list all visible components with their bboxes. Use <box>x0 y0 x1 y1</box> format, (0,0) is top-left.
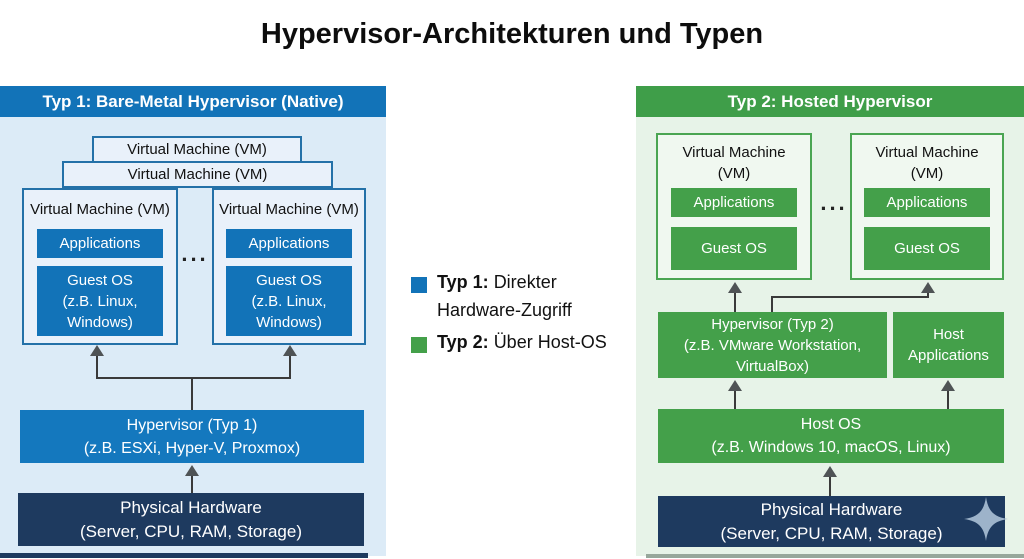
connector-line <box>734 391 736 409</box>
legend-item-type1: Typ 1: Direkter Hardware-Zugriff <box>437 268 627 324</box>
guest-os-line: Guest OS <box>256 271 322 289</box>
applications-box: Applications <box>671 188 797 217</box>
connector-line <box>96 356 98 379</box>
guest-os-line: (z.B. Linux, <box>251 292 327 310</box>
connector-line <box>96 377 291 379</box>
type2-panel: Typ 2: Hosted Hypervisor Virtual Machine… <box>636 86 1024 556</box>
vm-title: Virtual Machine (VM) <box>852 142 1002 184</box>
type1-vm-box-2: Virtual Machine (VM) Applications Guest … <box>212 188 366 345</box>
guest-os-line: (z.B. Linux, <box>62 292 138 310</box>
arrow-hypervisor-to-vm1 <box>90 345 104 356</box>
hardware-name: Physical Hardware <box>120 497 262 517</box>
type2-panel-header: Typ 2: Hosted Hypervisor <box>636 86 1024 117</box>
hardware-name: Physical Hardware <box>760 499 903 519</box>
arrow-hostos-to-hypervisor <box>728 380 742 391</box>
legend-type1-bold: Typ 1: <box>437 272 489 292</box>
sparkle-icon <box>963 496 1009 542</box>
host-apps-line: Host <box>933 326 964 343</box>
hypervisor-examples: (z.B. ESXi, Hyper-V, Proxmox) <box>83 439 301 457</box>
legend-swatch-type1 <box>411 277 427 293</box>
type2-panel-bottom-strip <box>646 554 1024 558</box>
arrow-hostos-to-hostapps <box>941 380 955 391</box>
hardware-examples: (Server, CPU, RAM, Storage) <box>79 521 302 541</box>
guest-os-line: Guest OS <box>67 271 133 289</box>
host-os-name: Host OS <box>800 416 862 433</box>
type2-hardware-box: Physical Hardware (Server, CPU, RAM, Sto… <box>658 496 1005 547</box>
guest-os-box: Guest OS <box>671 227 797 270</box>
connector-line <box>927 293 929 298</box>
legend-type1-text2: Hardware-Zugriff <box>437 300 572 320</box>
host-apps-line: Applications <box>908 347 989 364</box>
connector-line <box>947 391 949 409</box>
vm-title-line: Virtual Machine <box>875 144 979 161</box>
type1-vm-box-1: Virtual Machine (VM) Applications Guest … <box>22 188 178 345</box>
type1-panel-header: Typ 1: Bare-Metal Hypervisor (Native) <box>0 86 386 117</box>
guest-os-line: Windows) <box>67 313 133 331</box>
type1-panel-bottom-strip <box>0 553 368 558</box>
vm-title: Virtual Machine (VM) <box>219 200 359 218</box>
connector-line <box>771 296 773 312</box>
arrow-hardware-to-hypervisor <box>185 465 199 476</box>
guest-os-box: Guest OS (z.B. Linux, Windows) <box>226 266 352 336</box>
applications-box: Applications <box>864 188 990 217</box>
arrow-hypervisor-to-vm2 <box>283 345 297 356</box>
connector-line <box>829 477 831 496</box>
arrow-hypervisor2-to-vm1 <box>728 282 742 293</box>
type1-stacked-vm-1: Virtual Machine (VM) <box>92 136 302 163</box>
connector-line <box>289 356 291 379</box>
type1-hypervisor-box: Hypervisor (Typ 1) (z.B. ESXi, Hyper-V, … <box>20 410 364 463</box>
legend-item-type2: Typ 2: Über Host-OS <box>437 328 637 356</box>
legend-type1-text: Direkter <box>493 272 557 292</box>
type2-ellipsis: ... <box>820 190 848 215</box>
hardware-examples: (Server, CPU, RAM, Storage) <box>720 523 943 543</box>
vm-title-line: (VM) <box>717 165 751 182</box>
vm-title-line: (VM) <box>910 165 944 182</box>
host-os-box: Host OS (z.B. Windows 10, macOS, Linux) <box>658 409 1004 463</box>
guest-os-box: Guest OS <box>864 227 990 270</box>
connector-line <box>734 293 736 312</box>
connector-line <box>191 377 193 410</box>
legend-swatch-type2 <box>411 337 427 353</box>
type1-hardware-box: Physical Hardware (Server, CPU, RAM, Sto… <box>18 493 364 546</box>
page-title: Hypervisor-Architekturen und Typen <box>260 17 764 50</box>
connector-line <box>191 476 193 493</box>
arrow-hardware-to-hostos <box>823 466 837 477</box>
type2-vm-box-2: Virtual Machine (VM) Applications Guest … <box>850 133 1004 280</box>
hypervisor-name: Hypervisor (Typ 2) <box>711 315 834 333</box>
arrow-hypervisor2-to-vm2 <box>921 282 935 293</box>
type1-panel: Typ 1: Bare-Metal Hypervisor (Native) Vi… <box>0 86 386 556</box>
type1-ellipsis: ... <box>181 241 209 266</box>
type2-vm-box-1: Virtual Machine (VM) Applications Guest … <box>656 133 812 280</box>
guest-os-line: Windows) <box>256 313 322 331</box>
hypervisor-examples2: VirtualBox) <box>735 357 810 375</box>
applications-box: Applications <box>37 229 163 258</box>
hypervisor-examples: (z.B. VMware Workstation, <box>683 336 862 354</box>
hypervisor-name: Hypervisor (Typ 1) <box>126 416 258 434</box>
type1-stacked-vm-2: Virtual Machine (VM) <box>62 161 333 188</box>
vm-title: Virtual Machine (VM) <box>658 142 810 184</box>
vm-title-line: Virtual Machine <box>682 144 786 161</box>
legend-type2-bold: Typ 2: <box>437 332 489 352</box>
legend-type2-text: Über Host-OS <box>493 332 607 352</box>
host-applications-box: Host Applications <box>893 312 1004 378</box>
connector-line <box>771 296 929 298</box>
host-os-examples: (z.B. Windows 10, macOS, Linux) <box>711 439 951 456</box>
type2-hypervisor-box: Hypervisor (Typ 2) (z.B. VMware Workstat… <box>658 312 887 378</box>
vm-title: Virtual Machine (VM) <box>30 200 170 218</box>
applications-box: Applications <box>226 229 352 258</box>
guest-os-box: Guest OS (z.B. Linux, Windows) <box>37 266 163 336</box>
